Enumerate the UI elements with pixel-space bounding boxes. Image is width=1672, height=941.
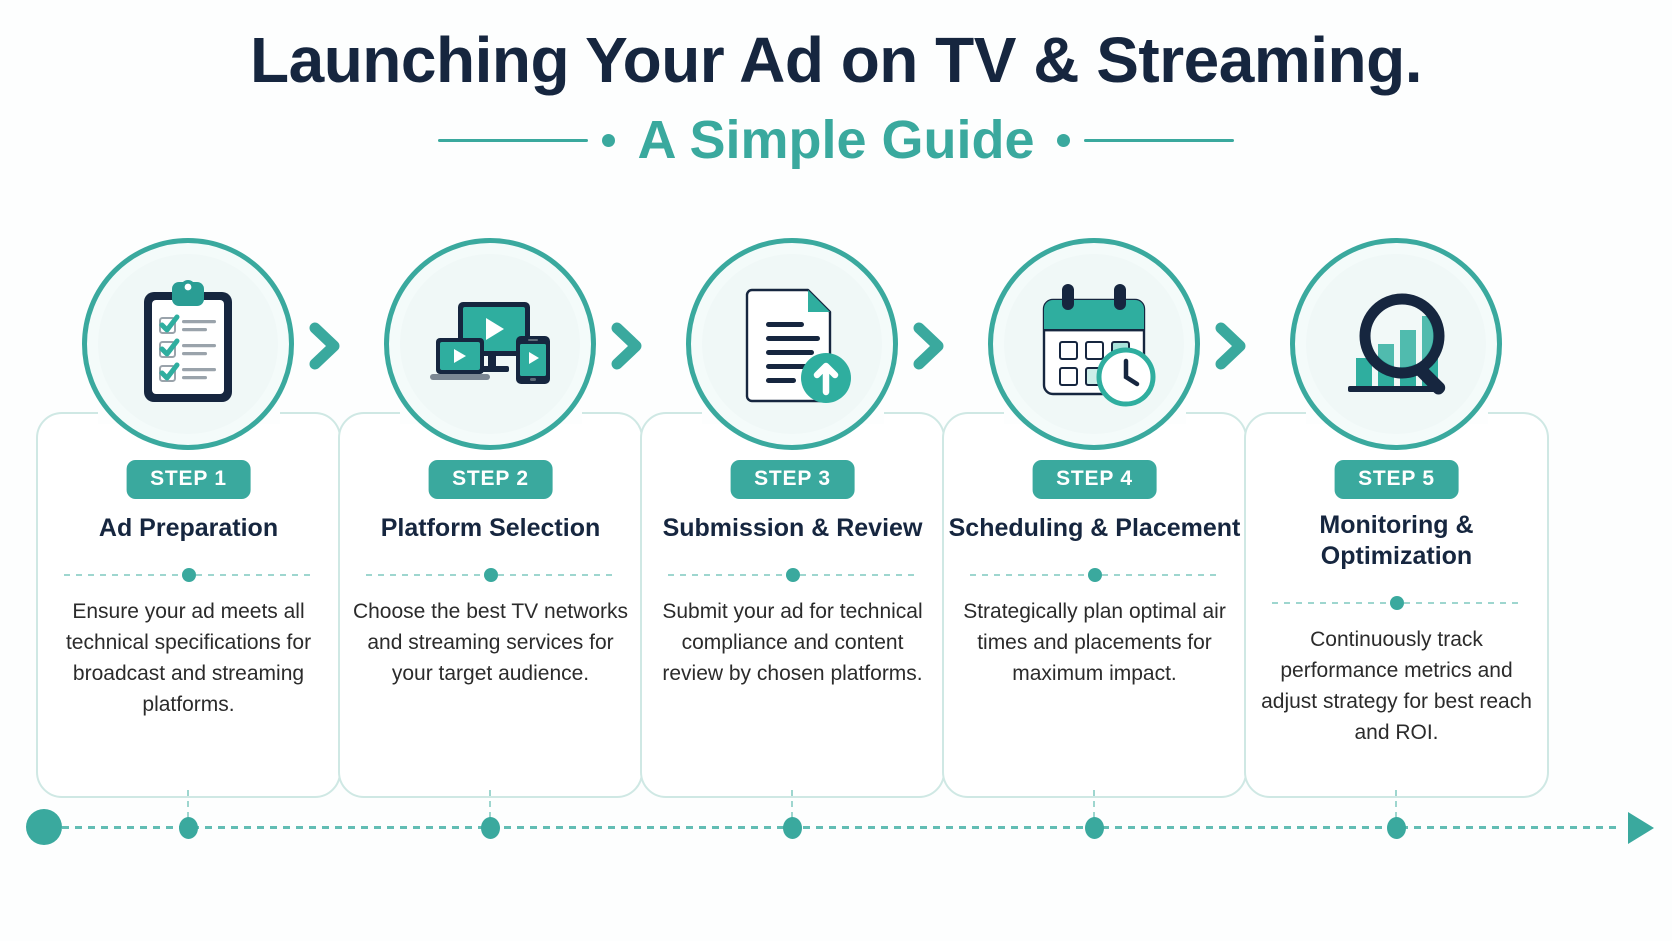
step-title-2: Platform Selection	[380, 514, 601, 542]
timeline-riser-4	[1093, 790, 1095, 828]
magnifier-bar-chart-icon	[1326, 274, 1466, 414]
step-card-2[interactable]: STEP 2 Platform Selection Choose the bes…	[338, 238, 643, 798]
step-badge-3: STEP 3	[730, 460, 855, 499]
step-divider-3	[668, 568, 917, 582]
subtitle-dot-right	[1056, 133, 1070, 147]
step-badge-5: STEP 5	[1334, 460, 1459, 499]
icon-circle-inner-5	[1306, 254, 1486, 434]
step-card-4[interactable]: STEP 4 Scheduling & Placement Strategica…	[942, 238, 1247, 798]
step-divider-4	[970, 568, 1219, 582]
timeline-node-2	[481, 817, 500, 839]
chevron-right-icon	[302, 320, 348, 372]
clipboard-checklist-icon	[118, 274, 258, 414]
chevron-right-icon	[604, 320, 650, 372]
chevron-right-icon	[906, 320, 952, 372]
step-title-3: Submission & Review	[662, 514, 923, 542]
step-description-5: Continuously track performance metrics a…	[1261, 628, 1532, 745]
timeline-node-4	[1085, 817, 1104, 839]
page-title: Launching Your Ad on TV & Streaming.	[250, 24, 1422, 96]
subtitle-rule-right	[1083, 138, 1234, 142]
timeline-riser-1	[187, 790, 189, 828]
timeline	[0, 790, 1672, 880]
step-badge-2: STEP 2	[428, 460, 553, 499]
step-title-4: Scheduling & Placement	[948, 514, 1241, 542]
step-divider-5	[1272, 596, 1521, 610]
timeline-track	[36, 826, 1622, 829]
calendar-clock-icon	[1024, 274, 1164, 414]
icon-circle-3	[686, 238, 898, 450]
arrow-right-icon	[1628, 812, 1654, 844]
icon-circle-4	[988, 238, 1200, 450]
step-description-2: Choose the best TV networks and streamin…	[352, 600, 629, 686]
document-upload-icon	[722, 274, 862, 414]
page-subtitle: A Simple Guide	[637, 110, 1035, 171]
step-description-1: Ensure your ad meets all technical speci…	[65, 600, 312, 717]
header: Launching Your Ad on TV & Streaming. A S…	[0, 24, 1672, 167]
step-title-5: Monitoring & Optimization	[1319, 511, 1474, 571]
step-badge-4: STEP 4	[1032, 460, 1157, 499]
step-divider-2	[366, 568, 615, 582]
multi-device-play-icon	[420, 274, 560, 414]
step-description-4: Strategically plan optimal air times and…	[963, 600, 1226, 686]
step-card-5[interactable]: STEP 5 Monitoring & Optimization Continu…	[1244, 238, 1549, 798]
icon-circle-5	[1290, 238, 1502, 450]
timeline-riser-5	[1395, 790, 1397, 828]
icon-circle-1	[82, 238, 294, 450]
step-card-3[interactable]: STEP 3 Submission & Review Submit your a…	[640, 238, 945, 798]
subtitle-dot-left	[602, 133, 616, 147]
subtitle-row: A Simple Guide	[0, 113, 1672, 167]
step-description-3: Submit your ad for technical compliance …	[662, 600, 923, 686]
steps-row: STEP 1 Ad Preparation Ensure your ad mee…	[0, 238, 1672, 798]
timeline-start-dot	[26, 809, 62, 845]
timeline-riser-3	[791, 790, 793, 828]
icon-circle-2	[384, 238, 596, 450]
subtitle-rule-left	[438, 138, 589, 142]
step-divider-1	[64, 568, 313, 582]
timeline-node-5	[1387, 817, 1406, 839]
step-title-1: Ad Preparation	[98, 514, 279, 542]
timeline-riser-2	[489, 790, 491, 828]
chevron-right-icon	[1208, 320, 1254, 372]
timeline-node-1	[179, 817, 198, 839]
timeline-node-3	[783, 817, 802, 839]
step-card-1[interactable]: STEP 1 Ad Preparation Ensure your ad mee…	[36, 238, 341, 798]
step-badge-1: STEP 1	[126, 460, 251, 499]
